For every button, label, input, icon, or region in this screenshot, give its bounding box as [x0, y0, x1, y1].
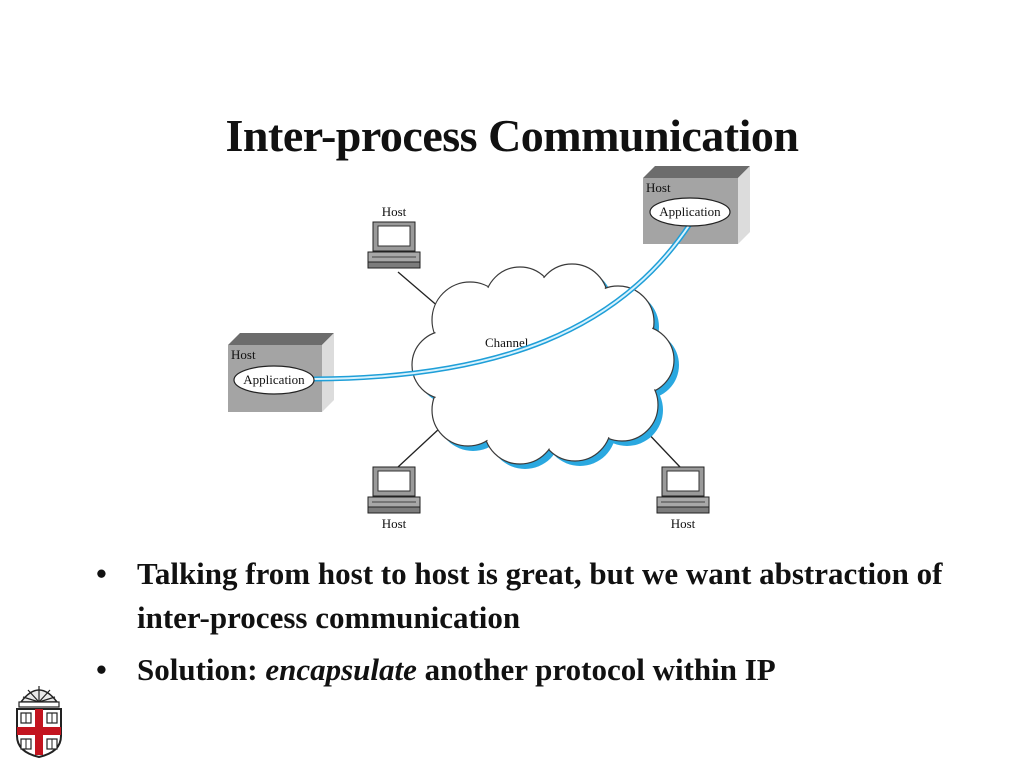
shield-icon — [16, 708, 62, 759]
application-oval-right — [649, 197, 731, 227]
bullet-prefix: Solution: — [137, 652, 266, 687]
application-oval-left — [233, 365, 315, 395]
host-computer-bottom-right — [656, 466, 710, 514]
host-label-left-box: Host — [231, 347, 256, 362]
sun-crest-icon — [18, 686, 60, 708]
bullet-suffix: another protocol within IP — [416, 652, 776, 687]
bullet-text: Talking from host to host is great, but … — [137, 556, 943, 635]
host-label-top: Host — [382, 204, 407, 219]
host-computer-top — [367, 221, 421, 269]
host-computer-bottom-left — [367, 466, 421, 514]
bullet-item: Solution: encapsulate another protocol w… — [96, 648, 956, 692]
university-shield-logo — [16, 686, 62, 759]
host-label-right-box: Host — [646, 180, 671, 195]
slide-title: Inter-process Communication — [225, 109, 799, 161]
channel-label: Channel — [485, 335, 529, 350]
bullet-list: Talking from host to host is great, but … — [96, 552, 956, 700]
link-top-host — [397, 271, 441, 309]
channel-cloud — [411, 263, 679, 469]
host-label-bottom-right: Host — [671, 516, 696, 531]
bullet-emphasis: encapsulate — [265, 652, 417, 687]
link-bottom-left-host — [397, 427, 441, 468]
application-label-right: Application — [659, 204, 721, 219]
bullet-item: Talking from host to host is great, but … — [96, 552, 956, 640]
application-label-left: Application — [243, 372, 305, 387]
host-label-bottom-left: Host — [382, 516, 407, 531]
